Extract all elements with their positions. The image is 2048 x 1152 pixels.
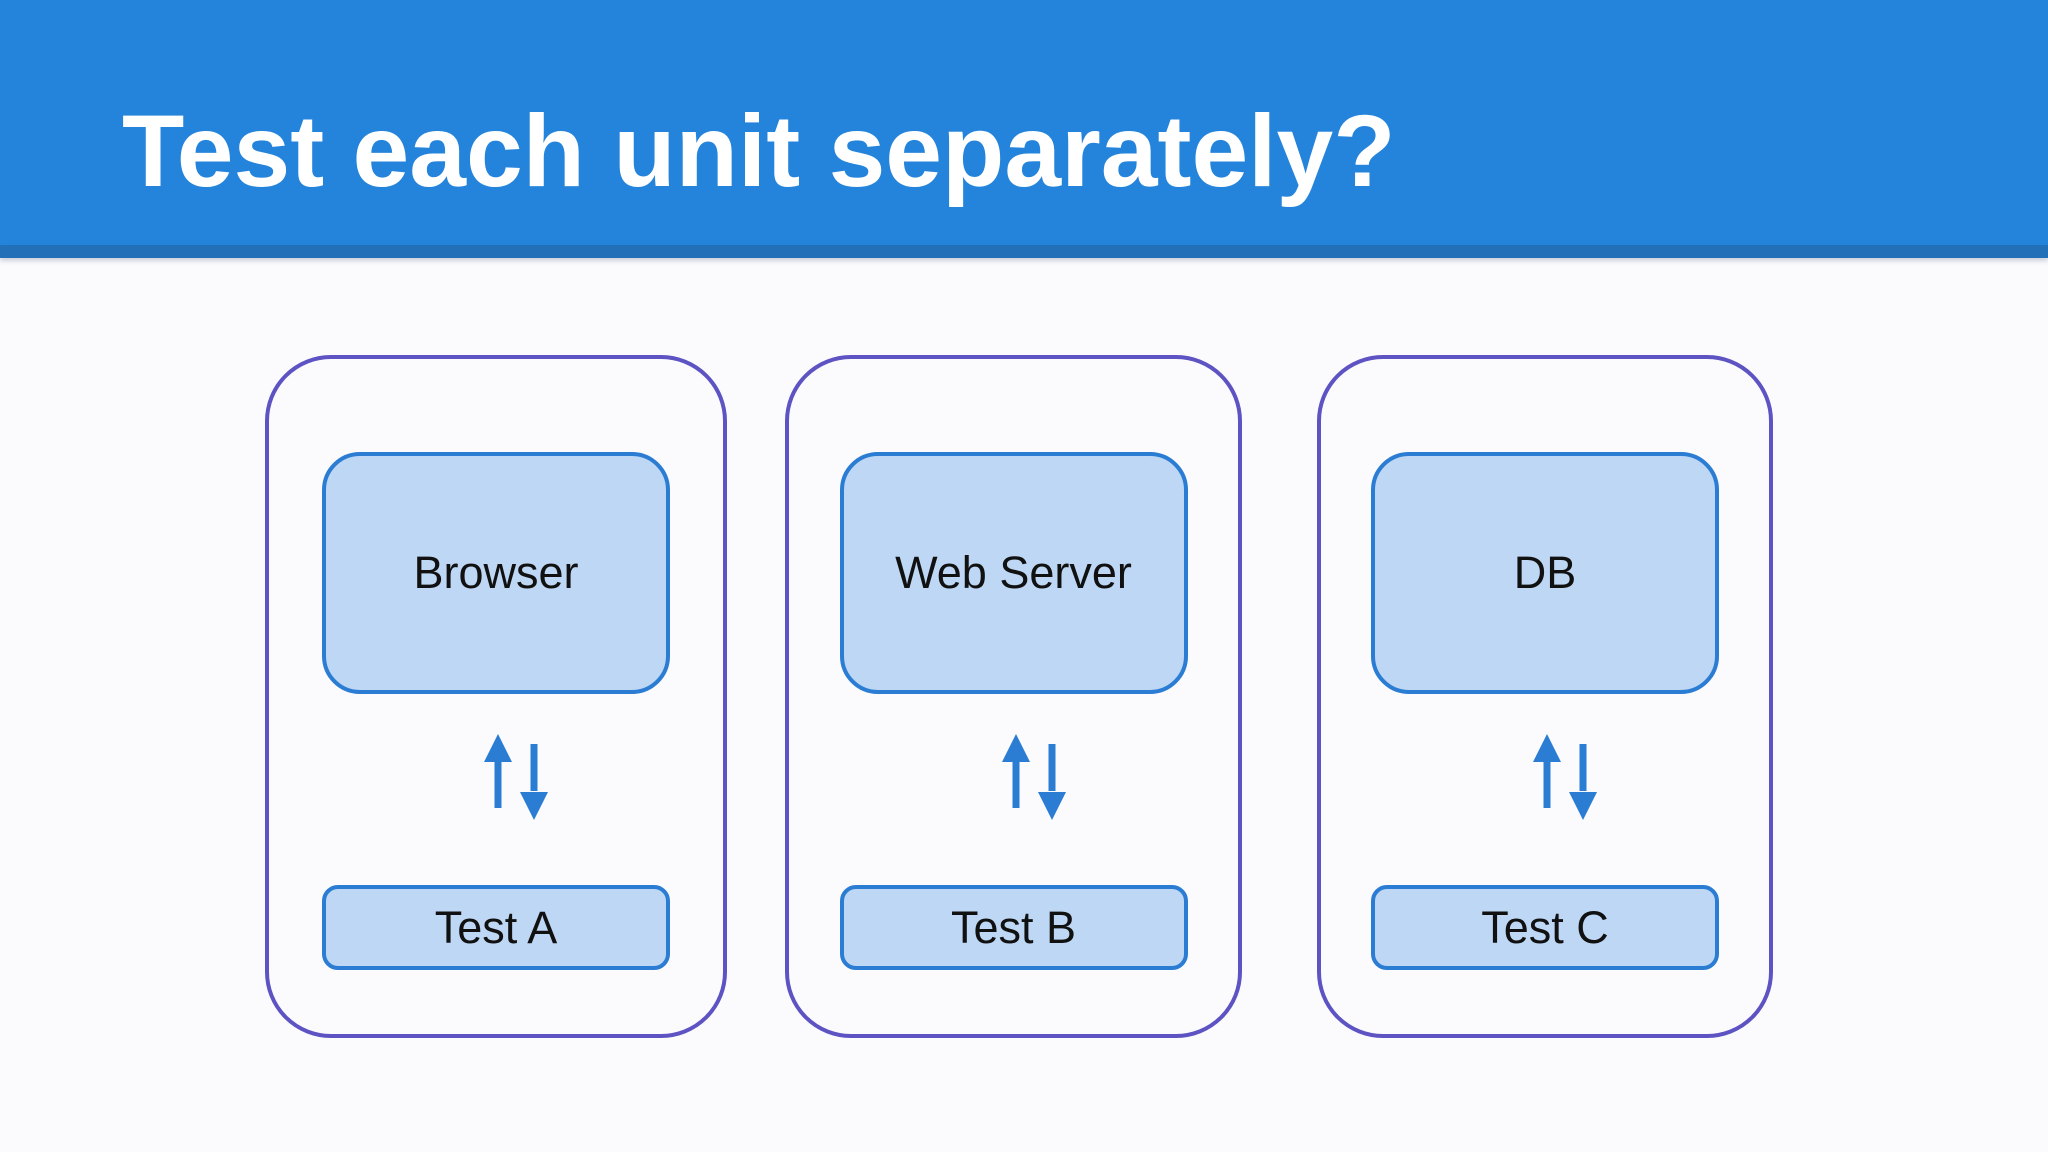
bidirectional-arrows-icon (1515, 732, 1615, 822)
bidirectional-arrows-icon (984, 732, 1084, 822)
test-box-c: Test C (1371, 885, 1719, 970)
test-label: Test A (434, 901, 558, 953)
component-box-browser: Browser (322, 452, 670, 694)
diagram-area: Browser Test A Web Server (0, 258, 2048, 1152)
unit-container-browser: Browser Test A (265, 355, 727, 1038)
component-label: Browser (413, 547, 579, 598)
test-label: Test B (950, 901, 1077, 953)
component-box-db: DB (1371, 452, 1719, 694)
test-box-b: Test B (839, 885, 1188, 970)
component-label: DB (1513, 547, 1577, 598)
unit-container-db: DB Test C (1317, 355, 1773, 1038)
test-box-a: Test A (322, 885, 670, 970)
component-box-web-server: Web Server (839, 452, 1188, 694)
banner-accent-strip (0, 245, 2048, 258)
slide-title: Test each unit separately? (122, 94, 1396, 208)
title-banner: Test each unit separately? (0, 0, 2048, 245)
unit-container-web-server: Web Server Test B (785, 355, 1242, 1038)
component-label: Web Server (895, 547, 1132, 598)
test-label: Test C (1481, 901, 1609, 953)
bidirectional-arrows-icon (466, 732, 566, 822)
